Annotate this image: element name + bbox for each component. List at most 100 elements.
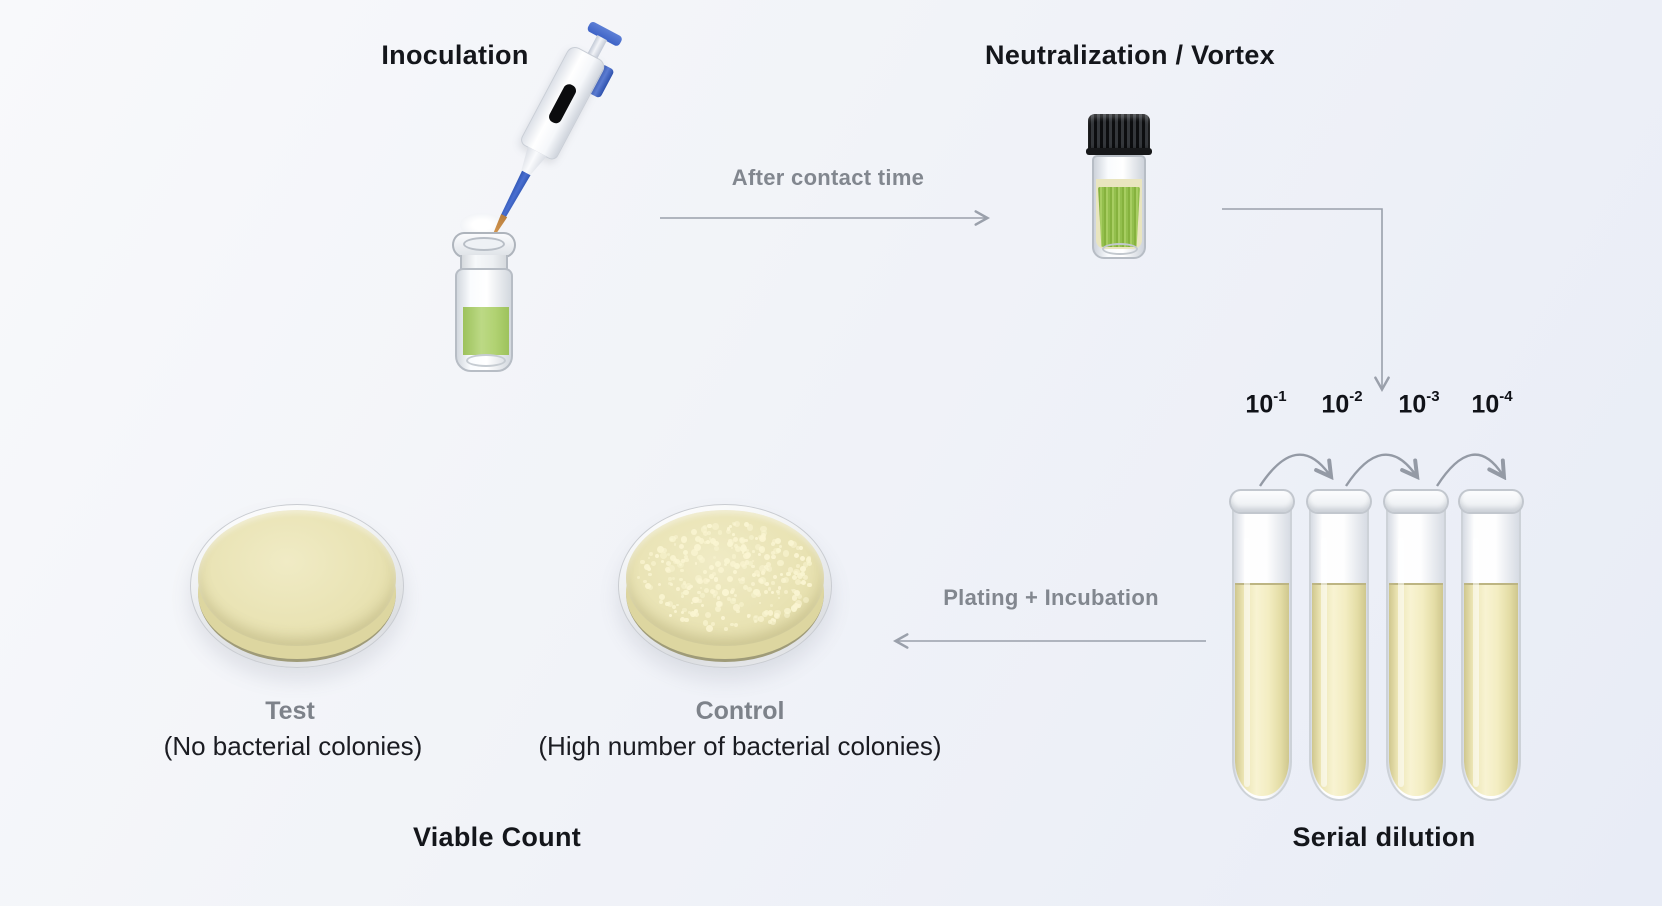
viable-count-title: Viable Count [412, 822, 582, 852]
bacterial-colony [713, 577, 718, 582]
bacterial-colony [742, 547, 746, 551]
bacterial-colony [669, 554, 677, 562]
tube-highlight [1398, 537, 1404, 787]
bacterial-colony [700, 593, 705, 598]
bacterial-colony [774, 538, 781, 545]
bacterial-colony [683, 555, 688, 560]
bacterial-colony [765, 567, 770, 571]
tube-highlight [1244, 537, 1250, 787]
bacterial-colony [702, 530, 708, 536]
bacterial-colony [682, 580, 687, 585]
bacterial-colony [798, 545, 803, 550]
bacterial-colony [728, 525, 732, 529]
bacterial-colony [779, 544, 783, 548]
bacterial-colony [674, 559, 681, 565]
bacterial-colony [747, 560, 754, 567]
bacterial-colony [796, 573, 804, 580]
bacterial-colony [657, 583, 662, 587]
bacterial-colony [736, 609, 740, 614]
bacterial-colony [717, 530, 723, 535]
bacterial-colony [753, 570, 760, 577]
bacterial-colony [739, 578, 745, 585]
bacterial-colony [694, 608, 698, 613]
bacterial-colony [743, 538, 748, 543]
bacterial-colony [795, 578, 802, 585]
bacterial-colony [782, 550, 790, 557]
dilution-base: 10 [1245, 390, 1274, 419]
bacterial-colony [714, 605, 721, 612]
bacterial-colony [655, 553, 660, 558]
bacterial-colony [698, 538, 705, 545]
bacterial-colony [685, 583, 692, 590]
bacterial-colony [746, 614, 751, 618]
bacterial-colony [799, 566, 806, 572]
bacterial-colony [741, 551, 745, 554]
bacterial-colony [694, 562, 698, 565]
bacterial-colony [690, 549, 698, 557]
bacterial-colony [760, 525, 767, 533]
bacterial-colony [745, 560, 750, 565]
neutralization-title: Neutralization / Vortex [985, 40, 1275, 70]
test-petri-dish [190, 504, 404, 668]
bacterial-colony [758, 601, 762, 605]
bacterial-colony [666, 560, 672, 566]
dilution-label-3: 10-3 [1398, 388, 1439, 419]
bacterial-colony [703, 525, 707, 529]
bacterial-colony [795, 563, 800, 568]
bacterial-colony [765, 561, 772, 568]
bacterial-colony [793, 589, 800, 596]
test-plate-description: (No bacterial colonies) [163, 731, 423, 761]
bacterial-colony [724, 558, 731, 565]
bacterial-colony [793, 553, 799, 559]
bacterial-colony [733, 521, 740, 528]
bacterial-colony [708, 565, 715, 571]
tube-highlight [1321, 537, 1327, 787]
bacterial-colony [758, 545, 766, 553]
bacterial-colony [673, 543, 677, 546]
bacterial-colony [763, 610, 770, 616]
bacterial-colony [647, 572, 652, 577]
bacterial-colony [668, 581, 672, 585]
bacterial-colony [730, 598, 736, 604]
bacterial-colony [680, 582, 687, 589]
bacterial-colony [688, 611, 691, 614]
inoculation-vial [452, 232, 516, 374]
bacterial-colony [679, 616, 686, 622]
bacterial-colony [734, 594, 738, 598]
bacterial-colony [679, 543, 685, 550]
tube-glass [1386, 507, 1446, 801]
neutralization-vial [1086, 114, 1152, 262]
bacterial-colony [760, 571, 765, 576]
tube-rim [1383, 489, 1449, 514]
bacterial-colony [750, 581, 756, 587]
dilution-exponent: -1 [1273, 388, 1287, 405]
bacterial-colony [713, 540, 719, 547]
bacterial-colony [755, 536, 759, 540]
bacterial-colony [707, 531, 712, 536]
tube-glass [1461, 507, 1521, 801]
bacterial-colony [712, 556, 716, 560]
bacterial-colony [780, 573, 783, 576]
bacterial-colony [715, 561, 722, 568]
bacterial-colony [693, 611, 700, 618]
bacterial-colony [680, 535, 688, 543]
test-plate-name: Test [265, 697, 315, 725]
bacterial-colony [705, 624, 713, 632]
bacterial-colony [770, 590, 774, 594]
bacterial-colony [667, 565, 675, 573]
bacterial-colony [670, 538, 674, 542]
bacterial-colony [740, 543, 747, 550]
bacterial-colony [682, 607, 687, 613]
bacterial-colony [803, 596, 810, 603]
bacterial-colony [707, 523, 712, 529]
bacterial-colony [730, 587, 736, 593]
bacterial-colony [731, 554, 737, 559]
vial-neck [460, 255, 508, 270]
bacterial-colony [694, 543, 702, 551]
bacterial-colony [704, 611, 712, 619]
bacterial-colony [739, 561, 746, 568]
bacterial-colony [674, 534, 679, 539]
bacterial-colony [643, 564, 650, 571]
bacterial-colony [730, 590, 735, 595]
test-tube-4 [1458, 489, 1524, 801]
